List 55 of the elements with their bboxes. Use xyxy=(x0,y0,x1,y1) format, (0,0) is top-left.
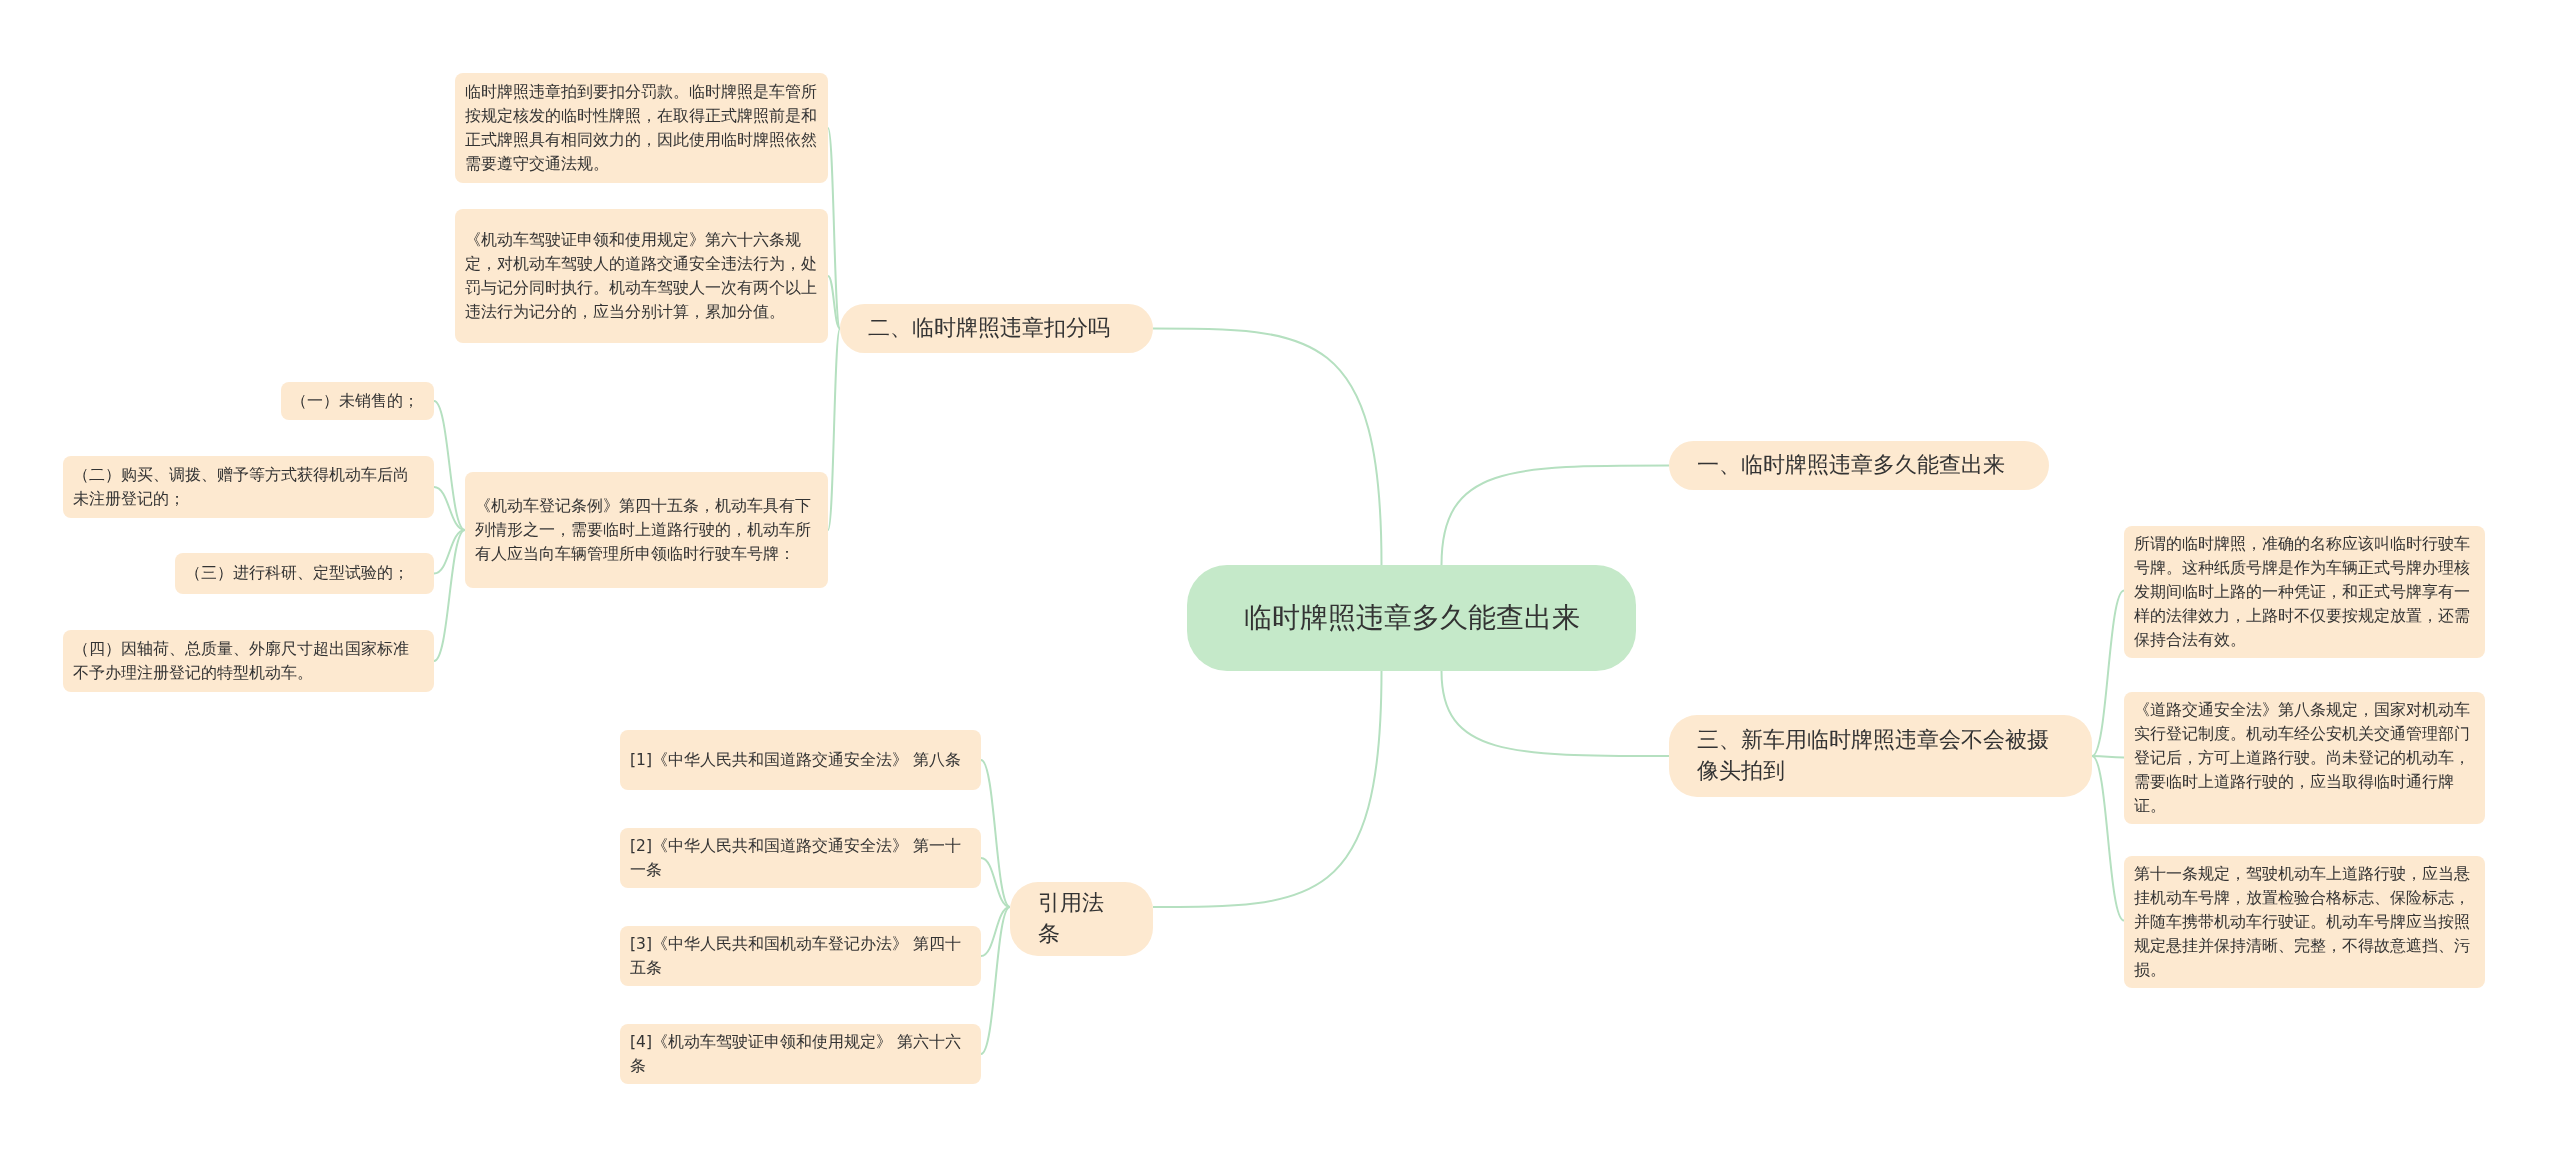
node-text: 所谓的临时牌照，准确的名称应该叫临时行驶车号牌。这种纸质号牌是作为车辆正式号牌办理核发期间临时上路的一种凭证，和正式号牌享有一样的法律效力，上路时不仅要按规定放置，还需保持合法有效。 xyxy=(2134,534,2471,652)
node-text: [4]《机动车驾驶证申领和使用规定》 第六十六条 xyxy=(630,1032,962,1077)
connector-line xyxy=(1152,670,1383,908)
topic-box xyxy=(1669,715,2092,797)
note-box xyxy=(455,73,828,183)
note-box xyxy=(455,209,828,343)
node-text: 第十一条规定，驾驶机动车上道路行驶，应当悬挂机动车号牌，放置检验合格标志、保险标志，并随车携带机动车行驶证。机动车号牌应当按照规定悬挂并保持清晰、完整，不得故意遮挡、污损。 xyxy=(2134,864,2471,982)
note-box xyxy=(465,472,828,588)
node-text: 三、新车用临时牌照违章会不会被摄像头拍到 xyxy=(1697,726,2050,785)
node-text: （二）购买、调拨、赠予等方式获得机动车后尚未注册登记的； xyxy=(73,465,410,510)
node-text: 《道路交通安全法》第八条规定，国家对机动车实行登记制度。机动车经公安机关交通管理部门登记后，方可上道路行驶。尚未登记的机动车，需要临时上道路行驶的，应当取得临时通行牌证。 xyxy=(2134,700,2471,818)
connector-line xyxy=(433,529,466,662)
connector-line xyxy=(433,486,466,531)
node-text: （三）进行科研、定型试验的； xyxy=(185,563,410,585)
note-box xyxy=(2124,526,2485,659)
connector-line xyxy=(433,529,466,575)
note-box xyxy=(2124,856,2485,989)
node-text: 引用法条 xyxy=(1038,889,1105,948)
node-text: 《机动车登记条例》第四十五条，机动车具有下列情形之一，需要临时上道路行驶的，机动车所有人应当向车辆管理所申领临时行驶车号牌： xyxy=(475,495,812,565)
connector-line xyxy=(433,400,466,531)
node-text: 临时牌照违章拍到要扣分罚款。临时牌照是车管所按规定核发的临时性牌照，在取得正式牌照前是和正式牌照具有相同效力的，因此使用临时牌照依然需要遵守交通法规。 xyxy=(465,81,818,175)
connector-line xyxy=(827,327,841,531)
node-text: [1]《中华人民共和国道路交通安全法》 第八条 xyxy=(630,750,962,771)
note-box xyxy=(63,456,434,518)
connector-line xyxy=(1152,327,1383,566)
topic-box xyxy=(840,304,1153,353)
connector-line xyxy=(1440,670,1670,757)
note-box xyxy=(2124,692,2485,825)
connector-line xyxy=(980,906,1011,957)
connector-line xyxy=(2091,755,2125,759)
node-text: 二、临时牌照违章扣分吗 xyxy=(868,314,1111,343)
note-box xyxy=(63,630,434,692)
connector-line xyxy=(980,759,1011,908)
node-text: [3]《中华人民共和国机动车登记办法》 第四十五条 xyxy=(630,934,962,979)
connector-line xyxy=(827,275,841,330)
note-box xyxy=(175,553,434,594)
central-topic xyxy=(1187,565,1636,671)
connector-line xyxy=(1440,464,1670,566)
note-box xyxy=(281,382,434,420)
note-box xyxy=(620,926,981,987)
node-text: （一）未销售的； xyxy=(291,391,420,412)
node-text: （四）因轴荷、总质量、外廓尺寸超出国家标准不予办理注册登记的特型机动车。 xyxy=(73,639,410,684)
node-text: 临时牌照违章多久能查出来 xyxy=(1242,600,1581,636)
node-text: 《机动车驾驶证申领和使用规定》第六十六条规定，对机动车驾驶人的道路交通安全违法行为，处罚与记分同时执行。机动车驾驶人一次有两个以上违法行为记分的，应当分别计算，累加分值。 xyxy=(465,229,818,323)
connector-line xyxy=(980,857,1011,908)
topic-box xyxy=(1010,882,1153,956)
topic-box xyxy=(1669,441,2049,490)
note-box xyxy=(620,1024,981,1085)
connector-line xyxy=(980,906,1011,1055)
note-box xyxy=(620,730,981,790)
note-box xyxy=(620,828,981,889)
node-text: [2]《中华人民共和国道路交通安全法》 第一十一条 xyxy=(630,836,962,881)
connector-line xyxy=(2091,589,2125,757)
node-text: 一、临时牌照违章多久能查出来 xyxy=(1697,451,2006,480)
connector-line xyxy=(2091,755,2125,922)
